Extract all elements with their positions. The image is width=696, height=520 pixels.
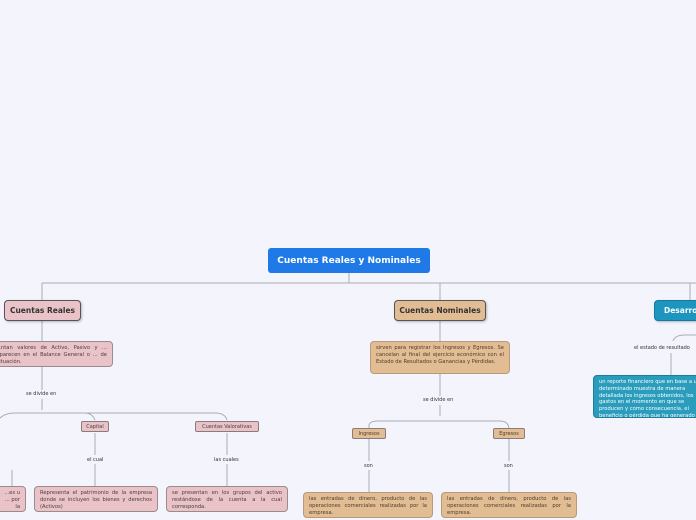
capital-node[interactable]: Capital (81, 421, 109, 432)
ingresos-node[interactable]: Ingresos (352, 428, 386, 439)
ingresos-connector-label: son (364, 463, 373, 469)
nominales-connector-label: se divide en (423, 397, 454, 403)
cuentas-valorativas-node[interactable]: Cuentas Valorativas (195, 421, 259, 432)
desarrollo-node[interactable]: Desarrollo (654, 300, 696, 321)
egresos-description[interactable]: las entradas de dinero, producto de las … (441, 492, 577, 518)
capital-description[interactable]: Representa el patrimonio de la empresa d… (34, 486, 158, 512)
ingresos-description[interactable]: las entradas de dinero, producto de las … (303, 492, 433, 518)
valorativas-description[interactable]: se presentan en los grupos del activo re… (166, 486, 288, 512)
partial-description-left[interactable]: ...es u ... por la (0, 486, 26, 512)
nominales-description[interactable]: sirven para registrar los Ingresos y Egr… (370, 341, 510, 374)
root-node[interactable]: Cuentas Reales y Nominales (268, 248, 430, 273)
cuentas-nominales-node[interactable]: Cuentas Nominales (394, 300, 486, 321)
valorativas-connector-label: las cuales (214, 457, 239, 463)
desarrollo-connector-label: el estado de resultado (634, 345, 690, 351)
desarrollo-description[interactable]: un reporte financiero que en base a un d… (593, 375, 696, 418)
egresos-connector-label: son (504, 463, 513, 469)
reales-connector-label: se divide en (26, 391, 57, 397)
egresos-node[interactable]: Egresos (493, 428, 525, 439)
cuentas-reales-node[interactable]: Cuentas Reales (4, 300, 81, 321)
reales-description[interactable]: ...ntan valores de Activo, Pasivo y ... … (0, 341, 113, 367)
capital-connector-label: el cual (87, 457, 104, 463)
